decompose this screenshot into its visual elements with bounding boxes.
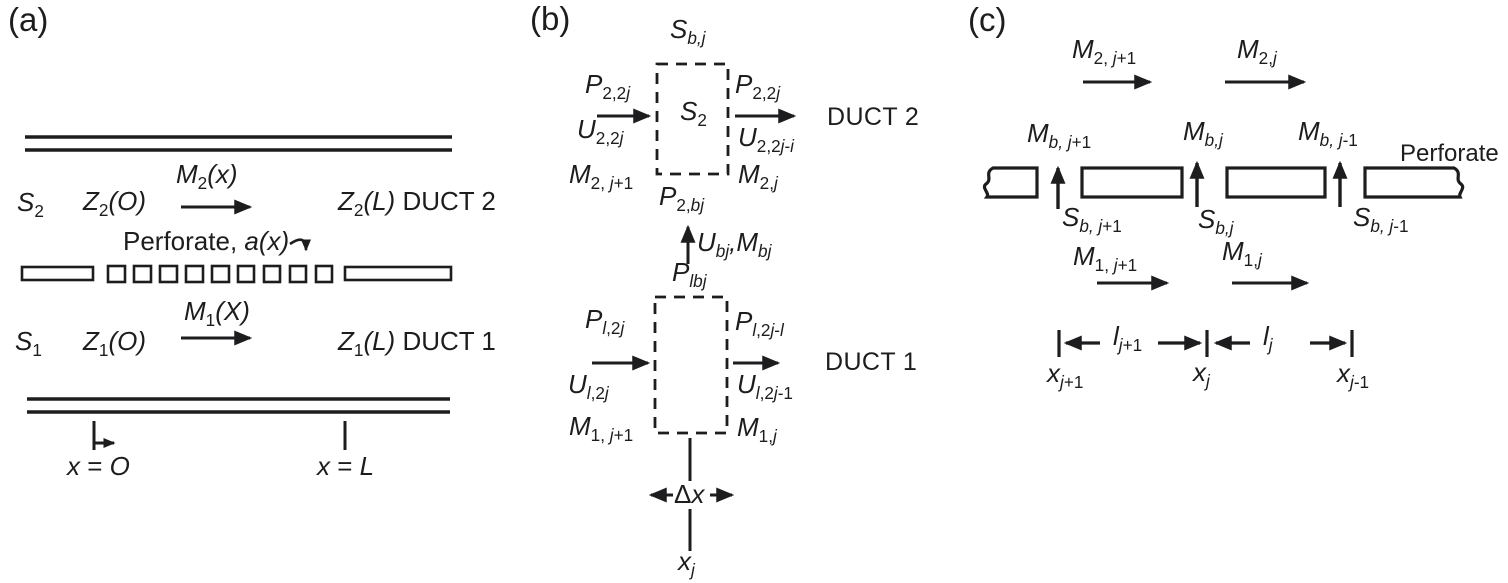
label-delta-x: Δx <box>674 479 705 509</box>
label-m2-j: M2,j <box>738 159 778 194</box>
label-z1-0: Z1(O) <box>83 326 146 361</box>
label-xj-b: xj <box>678 546 695 581</box>
label-x-j1: xj+1 <box>1047 358 1084 393</box>
label-sbj-top: Sb,j <box>670 14 706 49</box>
label-pl2j-left: Pl,2j <box>585 304 625 339</box>
label-ubj-mbj: Ubj,Mbj <box>697 227 772 262</box>
panel-b-tag: (b) <box>530 0 571 37</box>
panel-c-graphics <box>982 74 1465 357</box>
perforate-segment-torn-right <box>1363 166 1465 199</box>
label-z2-L-duct2: Z2(L) DUCT 2 <box>338 186 496 221</box>
label-p22j-left: P2,2j <box>585 69 631 104</box>
duct1-control-volume <box>653 295 729 435</box>
label-m1-j1-c: M1, j+1 <box>1073 241 1138 276</box>
label-x-equals-L: x = L <box>317 451 375 481</box>
perforate-segment-j1 <box>1080 166 1184 199</box>
label-ul2j1-right: Ul,2j-1 <box>737 369 793 404</box>
label-s2: S2 <box>17 187 44 222</box>
label-mb-j: Mb,j <box>1183 116 1223 151</box>
label-pl2jl-right: Pl,2j-l <box>735 306 784 341</box>
label-mb-jm1: Mb, j-1 <box>1298 116 1358 151</box>
label-m1-j-c: M1,j <box>1222 236 1262 271</box>
label-sb-j: Sb,j <box>1198 204 1234 239</box>
label-sb-j1: Sb, j+1 <box>1062 202 1122 237</box>
label-l-j: lj <box>1263 321 1273 356</box>
duct2-upper-wall <box>25 135 452 152</box>
perforate-segment-torn-left <box>982 166 1039 199</box>
label-z2-0: Z2(O) <box>83 186 146 221</box>
perforate-segment-j <box>1225 166 1327 199</box>
label-m2x: M2(x) <box>176 159 238 194</box>
perforate-pointer-arrow <box>289 238 311 252</box>
sb-bleed-arrows <box>1050 160 1348 209</box>
label-x-j-c: xj <box>1193 357 1210 392</box>
perforate-segments <box>982 166 1465 199</box>
label-x-jm1: xj-1 <box>1337 358 1370 393</box>
duct2-label: DUCT 2 <box>827 103 920 131</box>
label-mb-j1: Mb, j+1 <box>1027 118 1092 153</box>
panel-a-graphics <box>20 135 453 450</box>
label-p22j-right: P2,2j <box>735 69 781 104</box>
label-l-j1: lj+1 <box>1113 321 1143 356</box>
panel-c-tag: (c) <box>968 1 1007 38</box>
label-sb-jm1: Sb, j-1 <box>1353 202 1409 237</box>
label-ul2j-left: Ul,2j <box>568 369 609 404</box>
label-z1-L-duct1: Z1(L) DUCT 1 <box>338 326 496 361</box>
label-plbj: Plbj <box>672 257 707 292</box>
perforate-label-c: Perforate <box>1400 140 1499 167</box>
label-p2bj: P2,bj <box>659 181 705 216</box>
panel-b-graphics <box>592 62 797 551</box>
duct2-control-volume <box>655 62 730 176</box>
label-u22ji-right: U2,2j-i <box>738 122 794 157</box>
label-s2-box: S2 <box>680 96 707 131</box>
x-origin-marker <box>92 421 116 450</box>
label-m2-j1: M2, j+1 <box>569 159 634 194</box>
label-m1x: M1(X) <box>184 296 250 331</box>
label-m1-j: M1,j <box>737 412 777 447</box>
panel-a-tag: (a) <box>8 1 49 38</box>
label-perforate-ax: Perforate, a(x) <box>123 226 290 256</box>
label-m2-j-c: M2,j <box>1237 34 1277 69</box>
label-u22j-left: U2,2j <box>577 114 624 149</box>
duct1-label: DUCT 1 <box>825 348 918 376</box>
label-x-equals-0: x = O <box>67 451 130 481</box>
label-m2-j1-c: M2, j+1 <box>1072 34 1137 69</box>
perforate-plate <box>20 264 453 284</box>
segment-length-dimension <box>1057 330 1354 357</box>
label-m1-j1: M1, j+1 <box>569 411 634 446</box>
duct1-lower-wall <box>27 397 450 414</box>
label-s1: S1 <box>15 326 42 361</box>
